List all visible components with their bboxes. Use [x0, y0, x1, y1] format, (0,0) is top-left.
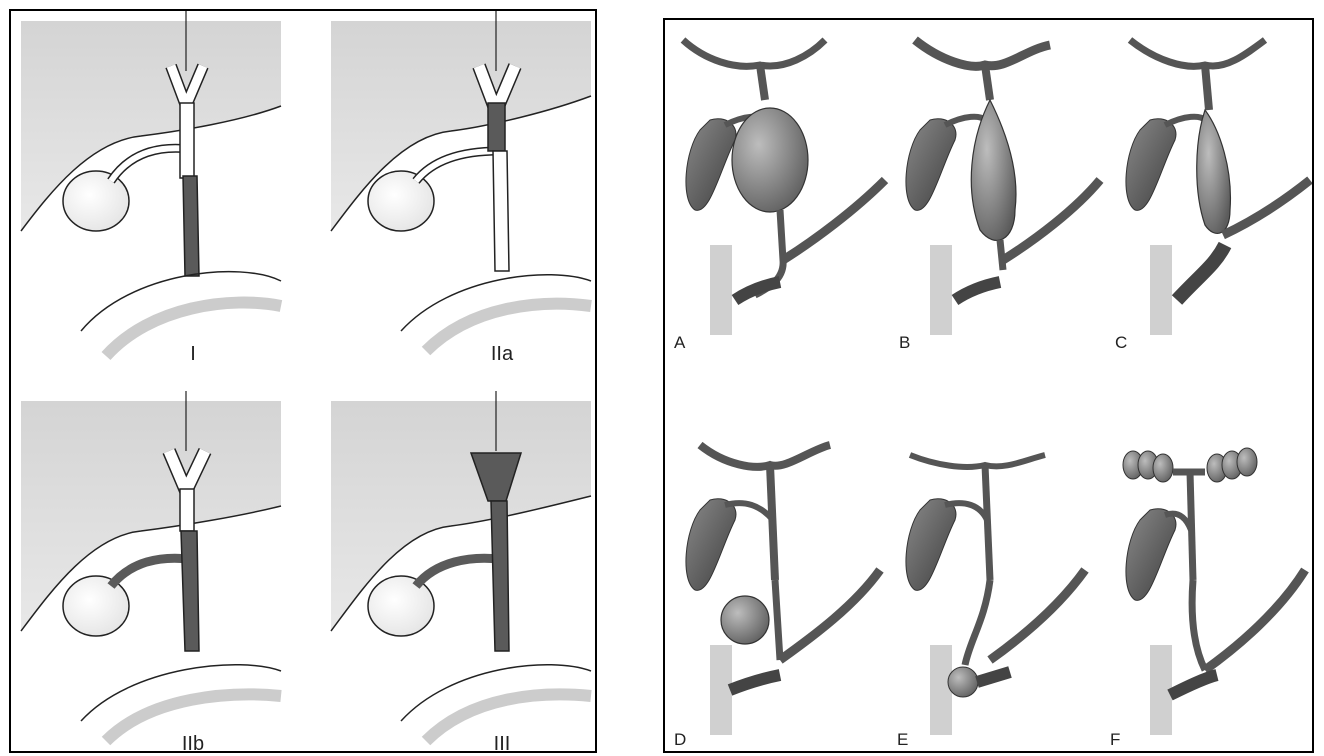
panel-label-F: F: [1110, 730, 1120, 750]
panel-label-D: D: [674, 730, 686, 750]
cyst-shape: [721, 596, 769, 644]
right-figure: A B C D E F: [663, 18, 1314, 753]
panel-C: [1126, 40, 1310, 335]
panel-label-E: E: [897, 730, 908, 750]
panel-label-B: B: [899, 333, 910, 353]
panel-F: [1123, 448, 1305, 735]
panel-label-I: I: [190, 343, 196, 366]
panel-label-C: C: [1115, 333, 1127, 353]
panel-D: [686, 445, 880, 735]
panel-B: [906, 40, 1100, 335]
panel-type-IIa: [331, 11, 591, 351]
gallbladder-shape: [63, 171, 129, 231]
left-figure: I IIa IIb III: [9, 9, 597, 753]
panel-type-IIb: [21, 391, 281, 741]
panel-label-III: III: [494, 733, 511, 756]
panel-A: [683, 40, 885, 335]
panel-label-IIa: IIa: [491, 343, 513, 366]
left-illustrations: [11, 11, 595, 751]
panel-type-I: [21, 11, 281, 356]
cyst-shape: [732, 108, 808, 212]
panel-label-IIb: IIb: [182, 733, 204, 756]
panel-E: [906, 455, 1085, 735]
panel-type-III: [331, 391, 591, 741]
gallbladder-shape: [686, 119, 736, 211]
panel-label-A: A: [674, 333, 685, 353]
right-illustrations: [665, 20, 1312, 751]
